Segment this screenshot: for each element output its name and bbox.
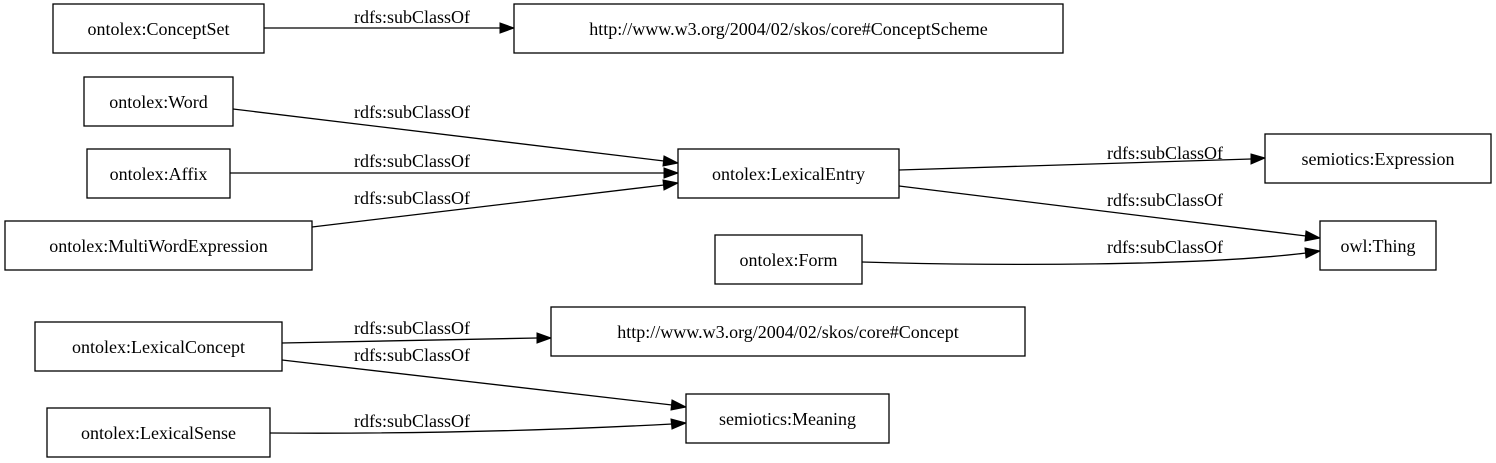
node-lexical-sense[interactable]: ontolex:LexicalSense — [46, 407, 271, 458]
node-affix[interactable]: ontolex:Affix — [86, 148, 231, 199]
node-skos-concept[interactable]: http://www.w3.org/2004/02/skos/core#Conc… — [550, 306, 1026, 357]
node-label: ontolex:Affix — [110, 164, 208, 184]
edge-label: rdfs:subClassOf — [354, 151, 470, 171]
node-label: http://www.w3.org/2004/02/skos/core#Conc… — [617, 322, 958, 342]
edge-word-to-lexicalentry: rdfs:subClassOf — [232, 102, 680, 167]
edge-label: rdfs:subClassOf — [1107, 143, 1223, 163]
node-multi-word-expression[interactable]: ontolex:MultiWordExpression — [4, 220, 313, 271]
node-label: owl:Thing — [1341, 236, 1416, 256]
edge-label: rdfs:subClassOf — [1107, 237, 1223, 257]
node-skos-concept-scheme[interactable]: http://www.w3.org/2004/02/skos/core#Conc… — [513, 3, 1064, 54]
edge-lexicalconcept-to-concept: rdfs:subClassOf — [281, 318, 553, 344]
node-label: ontolex:ConceptSet — [88, 19, 230, 39]
node-label: http://www.w3.org/2004/02/skos/core#Conc… — [589, 19, 987, 39]
node-owl-thing[interactable]: owl:Thing — [1319, 220, 1437, 271]
edge-label: rdfs:subClassOf — [354, 411, 470, 431]
node-label: ontolex:MultiWordExpression — [49, 236, 268, 256]
node-lexical-concept[interactable]: ontolex:LexicalConcept — [34, 321, 283, 372]
edge-lexicalentry-to-thing: rdfs:subClassOf — [898, 185, 1322, 242]
node-concept-set[interactable]: ontolex:ConceptSet — [52, 3, 265, 54]
edge-label: rdfs:subClassOf — [354, 318, 470, 338]
edge-lexicalsense-to-meaning: rdfs:subClassOf — [269, 411, 688, 434]
edge-label: rdfs:subClassOf — [354, 7, 470, 27]
node-label: semiotics:Expression — [1302, 149, 1455, 169]
edge-affix-to-lexicalentry: rdfs:subClassOf — [230, 151, 680, 179]
node-label: ontolex:Word — [109, 92, 208, 112]
node-label: ontolex:LexicalEntry — [712, 164, 865, 184]
edge-conceptset-to-conceptscheme: rdfs:subClassOf — [264, 7, 516, 34]
node-semiotics-meaning[interactable]: semiotics:Meaning — [685, 393, 890, 444]
edge-label: rdfs:subClassOf — [1107, 190, 1223, 210]
node-label: ontolex:LexicalConcept — [72, 337, 245, 357]
edge-lexicalentry-to-expression: rdfs:subClassOf — [898, 143, 1267, 171]
edge-multiwordexpression-to-lexicalentry: rdfs:subClassOf — [311, 179, 680, 228]
node-word[interactable]: ontolex:Word — [83, 76, 234, 127]
edge-label: rdfs:subClassOf — [354, 345, 470, 365]
node-lexical-entry[interactable]: ontolex:LexicalEntry — [677, 148, 900, 199]
edge-label: rdfs:subClassOf — [354, 102, 470, 122]
edge-label: rdfs:subClassOf — [354, 188, 470, 208]
edge-lexicalconcept-to-meaning: rdfs:subClassOf — [281, 345, 688, 411]
node-label: ontolex:Form — [740, 250, 838, 270]
node-form[interactable]: ontolex:Form — [714, 234, 863, 285]
node-semiotics-expression[interactable]: semiotics:Expression — [1264, 133, 1492, 184]
edge-form-to-thing: rdfs:subClassOf — [861, 237, 1322, 265]
node-label: ontolex:LexicalSense — [81, 423, 236, 443]
node-label: semiotics:Meaning — [719, 409, 856, 429]
